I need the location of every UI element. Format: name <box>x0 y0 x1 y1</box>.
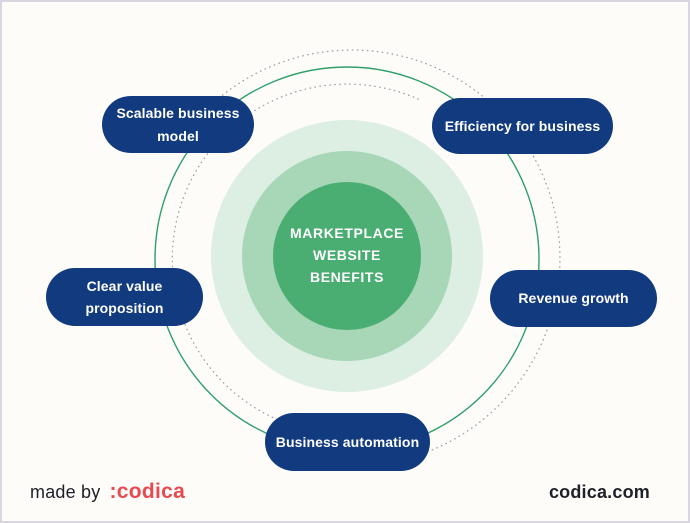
benefit-label: Efficiency for business <box>444 117 601 134</box>
middle-halo-circle: MARKETPLACE WEBSITE BENEFITS <box>242 151 452 361</box>
benefit-pill-business-automation: Business automation <box>265 413 430 471</box>
benefit-label: Clear value proposition <box>85 277 164 316</box>
outer-halo-circle: MARKETPLACE WEBSITE BENEFITS <box>211 120 483 392</box>
benefit-label: Business automation <box>275 433 420 450</box>
benefit-pill-clear-value-proposition: Clear value proposition <box>46 268 203 326</box>
core-circle: MARKETPLACE WEBSITE BENEFITS <box>273 182 421 330</box>
codica-site-text: codica.com <box>548 481 650 502</box>
codica-logo: :codica <box>109 480 186 503</box>
made-by-text: made by <box>30 482 101 502</box>
benefit-pill-efficiency-for-business: Efficiency for business <box>432 98 613 154</box>
made-by-credit: made by :codica <box>30 480 185 504</box>
center-title: MARKETPLACE WEBSITE BENEFITS <box>290 225 404 285</box>
benefit-pill-scalable-business-model: Scalable business model <box>102 96 254 153</box>
footer: made by :codica codica.com <box>30 476 650 508</box>
benefit-pill-revenue-growth: Revenue growth <box>490 270 657 327</box>
benefit-label: Scalable business model <box>116 105 240 144</box>
benefit-label: Revenue growth <box>518 290 629 307</box>
